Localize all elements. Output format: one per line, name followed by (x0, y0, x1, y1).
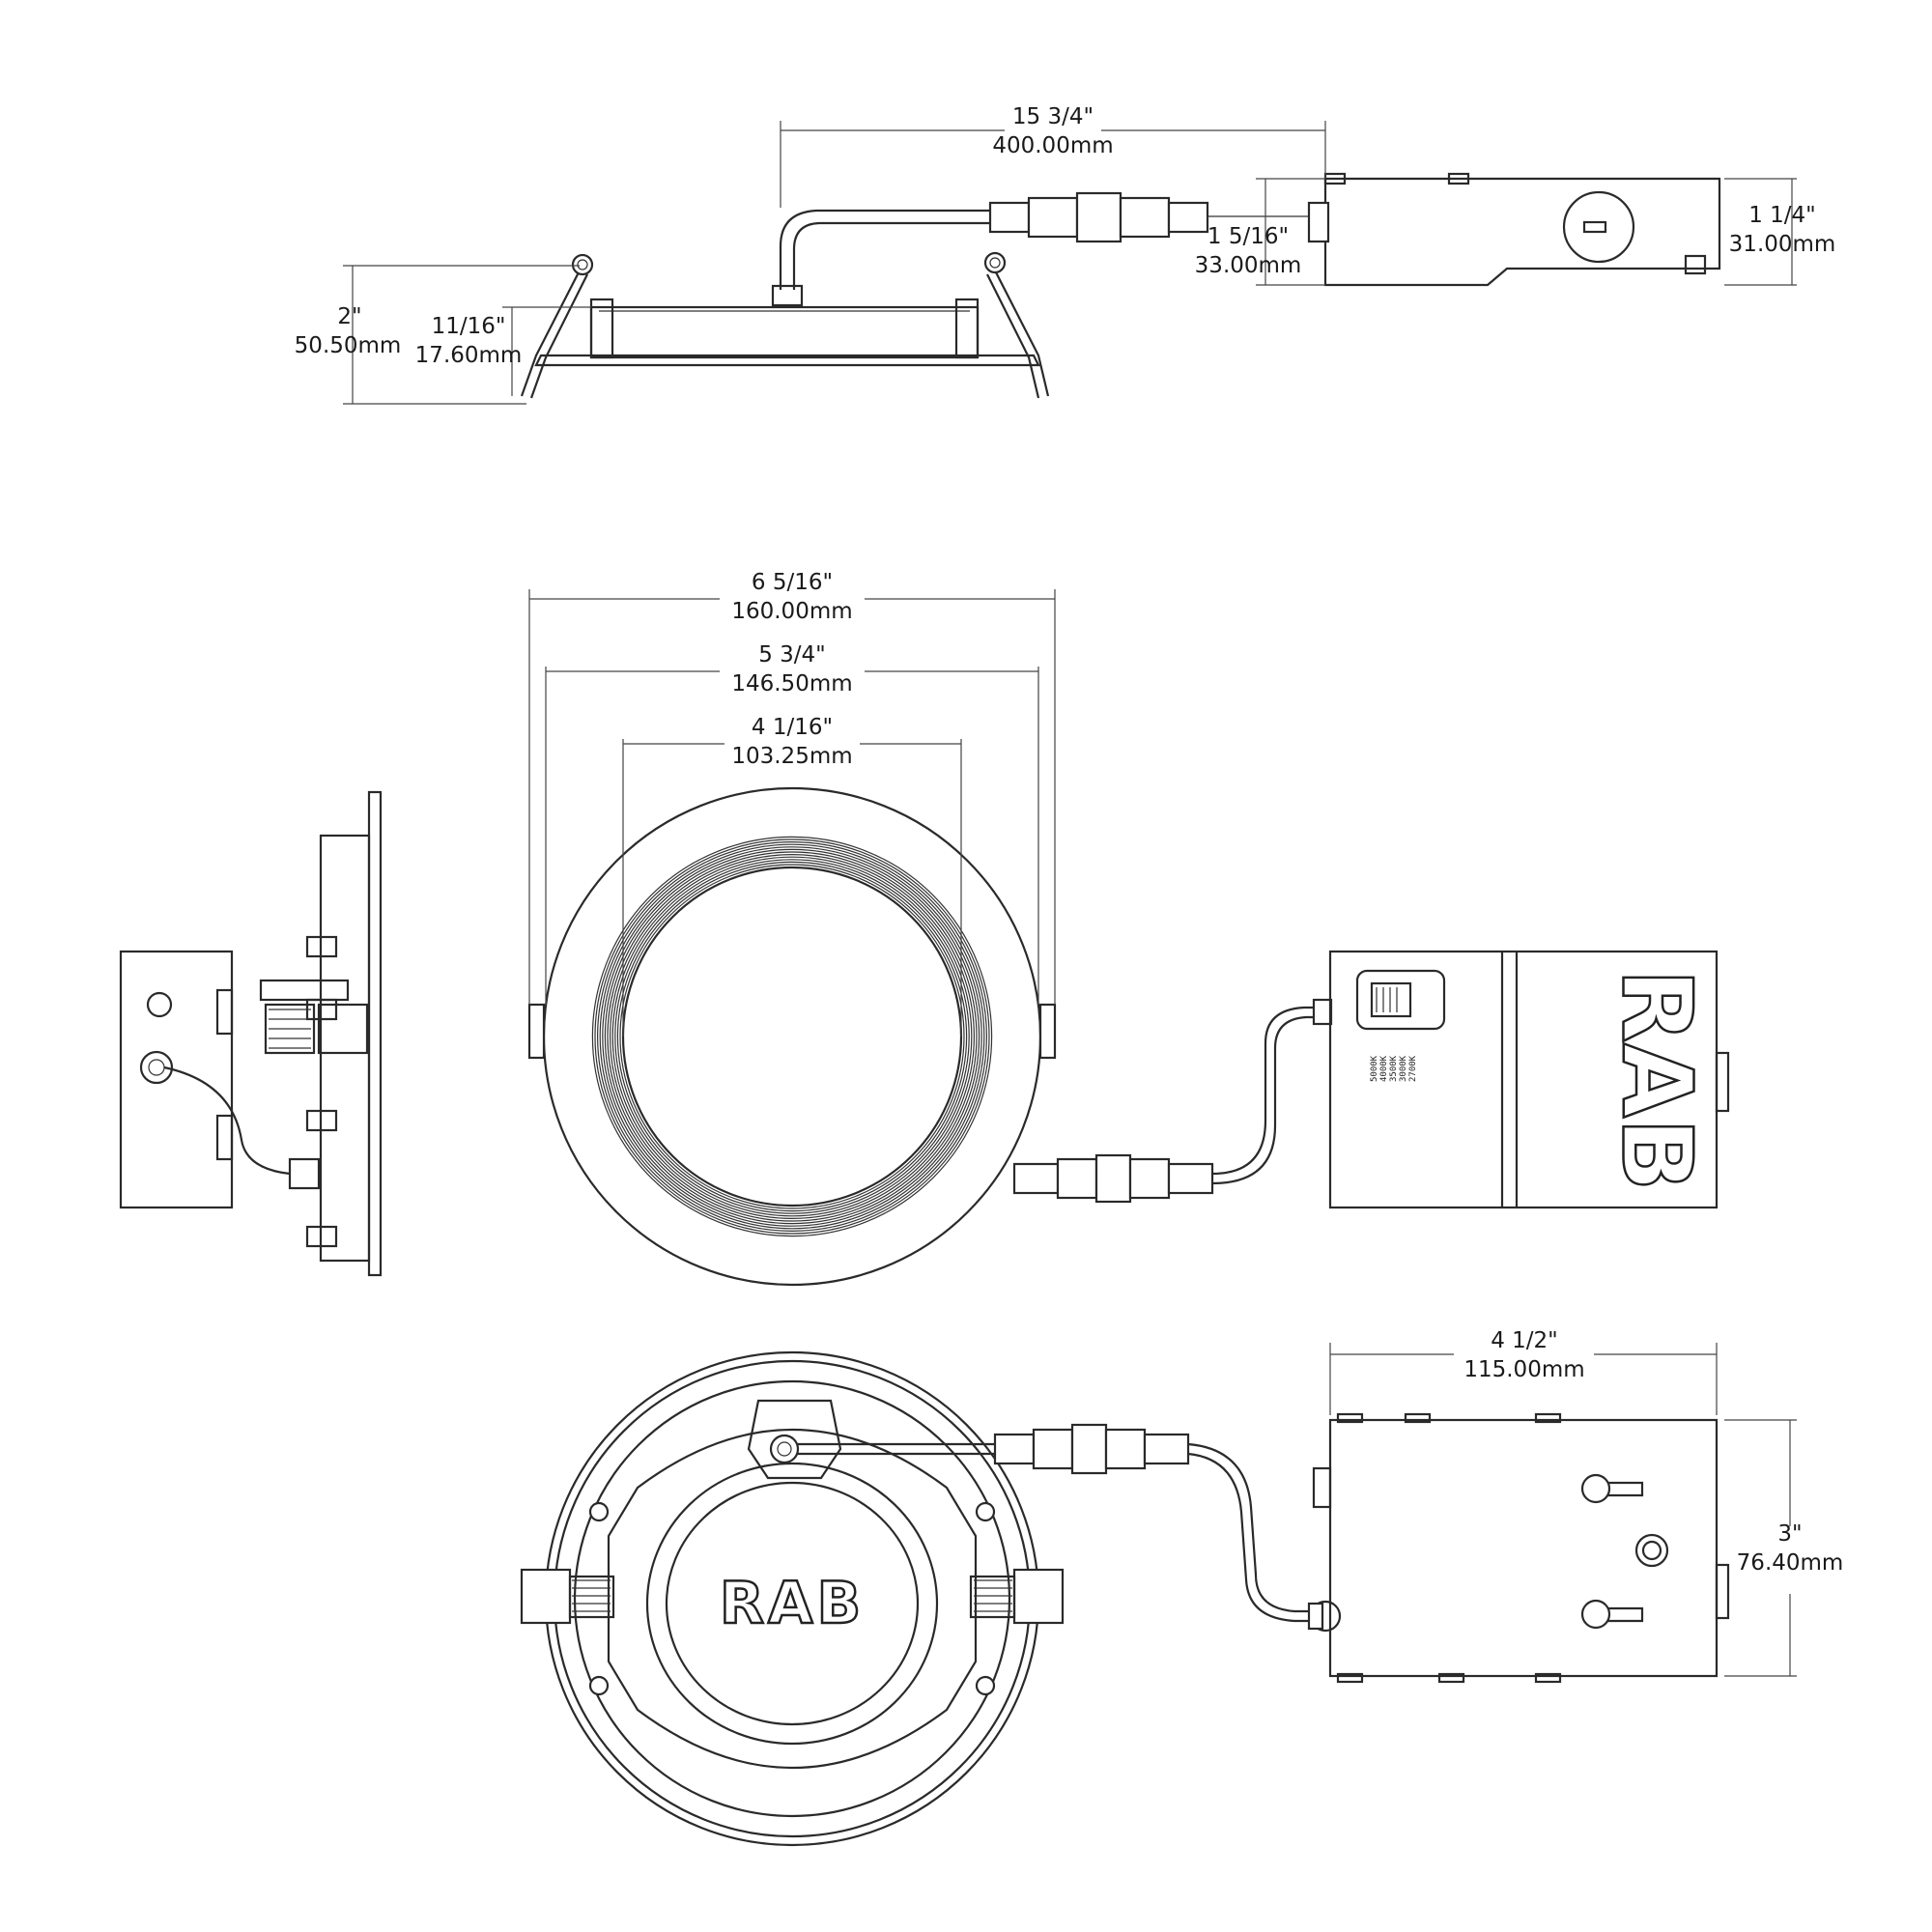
back-view: RAB (520, 1350, 1730, 1847)
trim-height-metric: 17.60mm (415, 343, 523, 368)
cct-label: 5000K (1370, 1055, 1379, 1082)
baffle-ring (619, 864, 965, 1209)
driver-height-metric: 31.00mm (1729, 232, 1836, 257)
cable-length-imperial: 15 3/4" (1012, 104, 1094, 129)
aperture-diameter-metric: 103.25mm (731, 744, 852, 769)
driver-height-imperial: 1 1/4" (1748, 203, 1816, 228)
aperture-diameter-imperial: 4 1/16" (752, 715, 833, 740)
driver-length-imperial: 4 1/2" (1491, 1328, 1558, 1353)
profile-view (119, 790, 383, 1277)
baffle-ring (596, 840, 987, 1232)
cct-selector-labels: 5000K 4000K 3500K 3000K 2700K (1370, 1055, 1418, 1082)
baffle-ring (594, 838, 990, 1235)
cct-label: 2700K (1408, 1055, 1418, 1082)
dimension-lines-middle (528, 589, 1056, 1037)
baffle-ring (604, 848, 980, 1225)
trim-diameter-metric: 160.00mm (731, 599, 852, 624)
baffle-ring (599, 843, 985, 1230)
baffle-ring (602, 846, 982, 1227)
driver-width-imperial: 3" (1777, 1521, 1802, 1547)
baffle-ring (609, 853, 975, 1219)
baffle-ring (616, 861, 968, 1212)
back-logo: RAB (720, 1570, 865, 1637)
baffle-ring (591, 836, 993, 1237)
cct-label: 3000K (1399, 1055, 1408, 1082)
driver-width-metric: 76.40mm (1737, 1550, 1844, 1576)
trim-height-imperial: 11/16" (432, 314, 506, 339)
baffle-ring (607, 851, 978, 1222)
trim-diameter-imperial: 6 5/16" (752, 570, 833, 595)
driver-length-metric: 115.00mm (1463, 1357, 1584, 1382)
overall-height-imperial: 2" (337, 304, 361, 329)
cutout-diameter-imperial: 5 3/4" (758, 642, 826, 668)
driver-logo: RAB (1601, 969, 1714, 1192)
dimension-lines-top (343, 121, 1797, 405)
front-view: RAB 5000K 4000K 3500K 3000K 2700K (527, 786, 1730, 1287)
baffle-ring (614, 859, 970, 1214)
overall-height-metric: 50.50mm (295, 333, 402, 358)
baffle-ring (611, 856, 973, 1217)
dimension-lines-bottom (1329, 1343, 1797, 1677)
dimension-labels: 15 3/4" 400.00mm 1 1/4" 31.00mm 1 5/16" … (295, 104, 1844, 1576)
side-elevation-view (520, 172, 1721, 399)
cct-label: 4000K (1379, 1055, 1389, 1082)
cable-length-metric: 400.00mm (992, 133, 1113, 158)
connector-offset-metric: 33.00mm (1195, 253, 1302, 278)
cutout-diameter-metric: 146.50mm (731, 671, 852, 696)
connector-offset-imperial: 1 5/16" (1208, 224, 1289, 249)
cct-label: 3500K (1389, 1055, 1399, 1082)
